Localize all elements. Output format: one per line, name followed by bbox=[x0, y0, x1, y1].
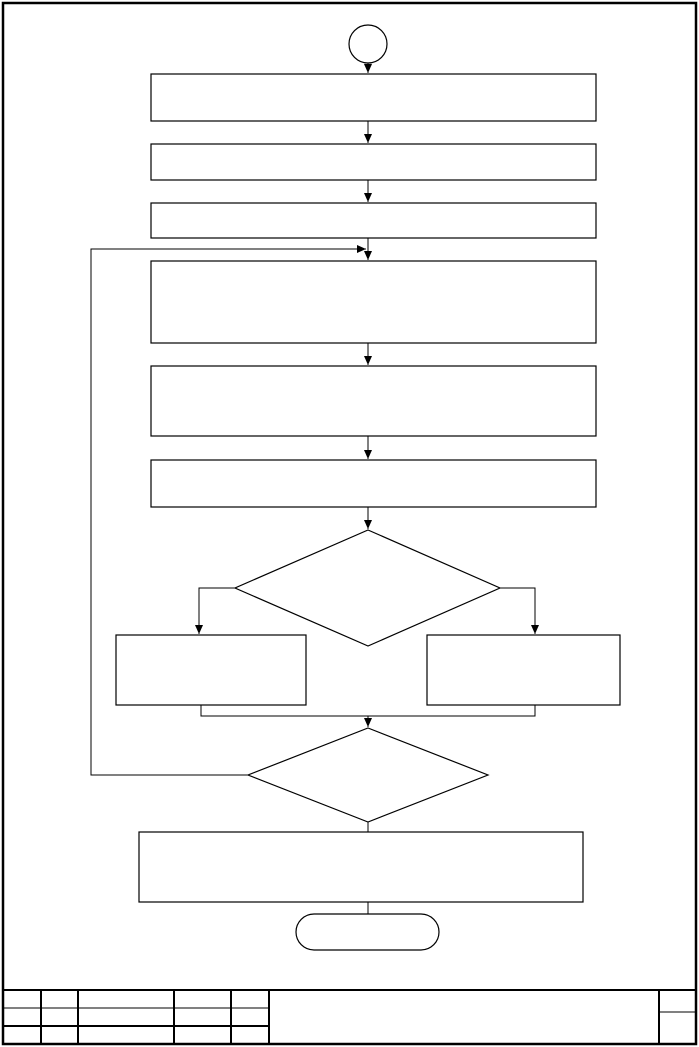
end-terminator bbox=[295, 913, 440, 951]
decision-diamond-2 bbox=[246, 727, 490, 823]
title-block bbox=[3, 989, 696, 1044]
arrow-decision1-right bbox=[500, 587, 539, 634]
process-box-5 bbox=[150, 365, 597, 437]
start-node bbox=[348, 24, 388, 64]
loop-back-arrow bbox=[90, 245, 366, 776]
merge-line bbox=[200, 705, 536, 717]
process-box-branch-right bbox=[426, 634, 621, 706]
decision-diamond-1 bbox=[233, 529, 502, 647]
process-box-3 bbox=[150, 202, 597, 239]
arrow-decision1-left bbox=[195, 587, 235, 634]
process-box-1 bbox=[150, 73, 597, 122]
process-box-branch-left bbox=[115, 634, 307, 706]
process-box-2 bbox=[150, 143, 597, 181]
process-box-final bbox=[138, 831, 584, 903]
process-box-6 bbox=[150, 459, 597, 508]
process-box-4 bbox=[150, 260, 597, 344]
